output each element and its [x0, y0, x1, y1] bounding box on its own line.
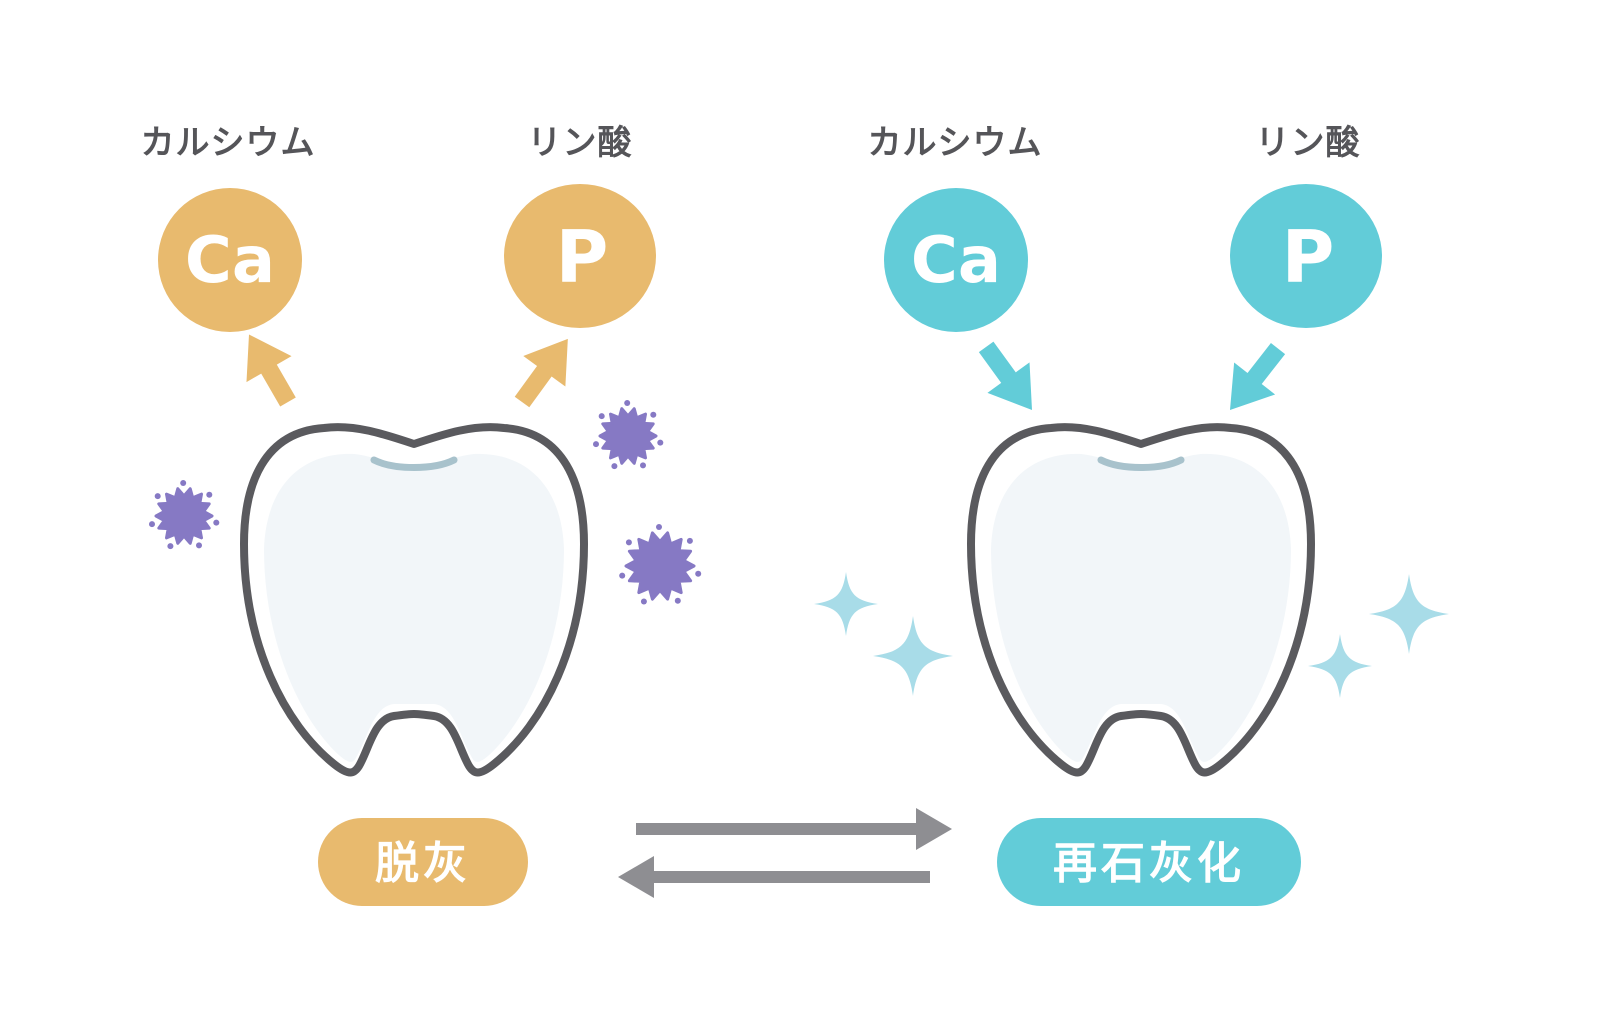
- phosphate-circle: [1230, 184, 1382, 328]
- calcium-label: カルシウム: [141, 123, 316, 163]
- sparkle-icon: [1308, 634, 1372, 698]
- sparkle-icon: [873, 616, 953, 696]
- phosphate-label: リン酸: [528, 123, 633, 163]
- phosphate-ion: P: [504, 184, 656, 328]
- tooth-icon: [971, 427, 1311, 772]
- bacteria-icon: [149, 480, 220, 550]
- demineralization-panel: カルシウム リン酸 Ca P 脱灰: [141, 123, 702, 906]
- calcium-ion: Ca: [884, 188, 1028, 332]
- calcium-symbol: Ca: [185, 224, 275, 298]
- arrow-icon: [246, 334, 296, 407]
- phosphate-circle: [504, 184, 656, 328]
- phosphate-symbol: P: [556, 215, 609, 299]
- calcium-label: カルシウム: [868, 123, 1043, 163]
- demineralization-label: 脱灰: [318, 818, 528, 906]
- phosphate-label: リン酸: [1256, 123, 1361, 163]
- sparkle-icon: [1369, 574, 1449, 654]
- arrow-icon: [1230, 342, 1286, 410]
- tooth-icon: [244, 427, 584, 772]
- remineralization-panel: カルシウム リン酸 Ca P 再石灰化: [814, 123, 1449, 906]
- arrow-icon: [514, 338, 568, 408]
- phosphate-symbol: P: [1282, 215, 1335, 299]
- calcium-ion: Ca: [158, 188, 302, 332]
- arrow-icon: [978, 341, 1032, 410]
- demineralization-text: 脱灰: [375, 838, 471, 889]
- arrow-icon: [618, 856, 930, 898]
- arrow-icon: [636, 808, 952, 850]
- equilibrium-arrows: [618, 808, 952, 898]
- phosphate-ion: P: [1230, 184, 1382, 328]
- bacteria-icon: [619, 524, 702, 605]
- remineralization-text: 再石灰化: [1053, 838, 1245, 889]
- calcium-circle: [884, 188, 1028, 332]
- bacteria-icon: [593, 400, 664, 470]
- calcium-circle: [158, 188, 302, 332]
- calcium-symbol: Ca: [911, 224, 1001, 298]
- remineralization-label: 再石灰化: [997, 818, 1301, 906]
- sparkle-icon: [814, 572, 878, 636]
